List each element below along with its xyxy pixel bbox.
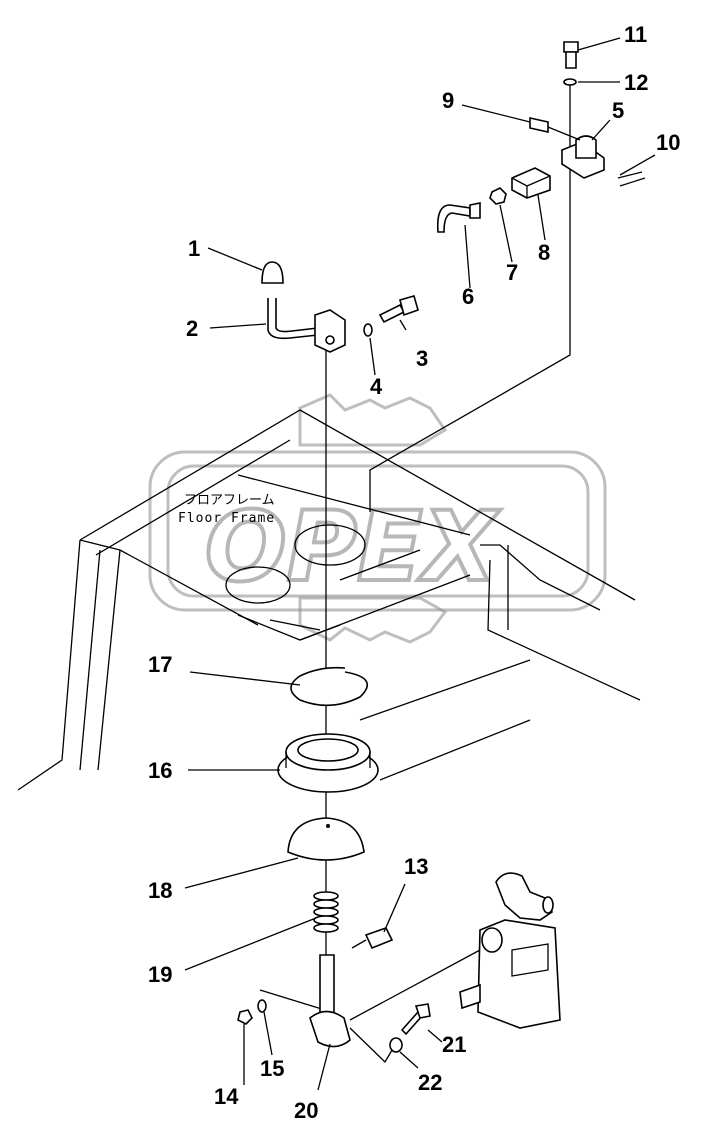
- callout-7: 7: [506, 260, 518, 285]
- callout-9: 9: [442, 88, 454, 113]
- watermark-logo: OPEX: [148, 393, 607, 644]
- callout-14: 14: [214, 1084, 239, 1109]
- callout-2: 2: [186, 316, 198, 341]
- callout-10: 10: [656, 130, 680, 155]
- part-18-cover: [287, 817, 365, 861]
- callout-20: 20: [294, 1098, 318, 1123]
- callout-19: 19: [148, 962, 172, 987]
- callout-1: 1: [188, 236, 200, 261]
- frame-label: フロアフレーム Floor Frame: [178, 493, 275, 526]
- part-16-seat: [277, 733, 379, 793]
- part-22-washer: [389, 1037, 403, 1053]
- floor-frame: フロアフレーム Floor Frame: [17, 409, 641, 791]
- part-2-lever: [267, 298, 319, 340]
- callout-22: 22: [418, 1070, 442, 1095]
- part-19-spring: [313, 891, 339, 933]
- part-3-bolt: [378, 295, 419, 324]
- callout-11: 11: [624, 22, 647, 47]
- callout-16: 16: [148, 758, 172, 783]
- part-8-block: [511, 167, 551, 199]
- part-5-bracket: [561, 135, 605, 179]
- part-7-nut: [489, 187, 507, 205]
- callout-15: 15: [260, 1056, 284, 1081]
- part-13-switch: [351, 927, 394, 950]
- callout-leaders: [184, 37, 656, 1091]
- frame-label-jp: フロアフレーム: [184, 493, 275, 508]
- part-21-bolt: [400, 1003, 431, 1036]
- valve-assembly: [459, 872, 561, 1029]
- callout-13: 13: [404, 854, 428, 879]
- callout-17: 17: [148, 652, 172, 677]
- callout-3: 3: [416, 346, 428, 371]
- callout-6: 6: [462, 284, 474, 309]
- part-6-clevis: [436, 202, 481, 233]
- callout-12: 12: [624, 70, 648, 95]
- part-4-washer: [363, 323, 373, 337]
- part-11-bolt: [563, 41, 579, 69]
- part-10-cotter: [617, 171, 646, 187]
- part-9-pin: [529, 117, 581, 141]
- callout-4: 4: [370, 374, 383, 399]
- frame-label-en: Floor Frame: [178, 511, 275, 526]
- watermark-text: OPEX: [205, 491, 501, 603]
- part-20-shaft: [309, 954, 351, 1048]
- part-14-nut: [237, 1009, 253, 1025]
- callout-8: 8: [538, 240, 550, 265]
- watermark-gear: [298, 393, 448, 644]
- callout-18: 18: [148, 878, 172, 903]
- part-17-snap-ring: [290, 666, 369, 707]
- callout-5: 5: [612, 98, 624, 123]
- callout-numbers: 1 2 3 4 5 6 7 8 9 10 11 12 13 14 15 16 1…: [148, 22, 680, 1123]
- part-12-washer: [563, 78, 577, 86]
- callout-21: 21: [442, 1032, 466, 1057]
- part-15-washer: [257, 999, 267, 1013]
- lever-block: [314, 309, 346, 353]
- part-1-knob: [261, 261, 284, 284]
